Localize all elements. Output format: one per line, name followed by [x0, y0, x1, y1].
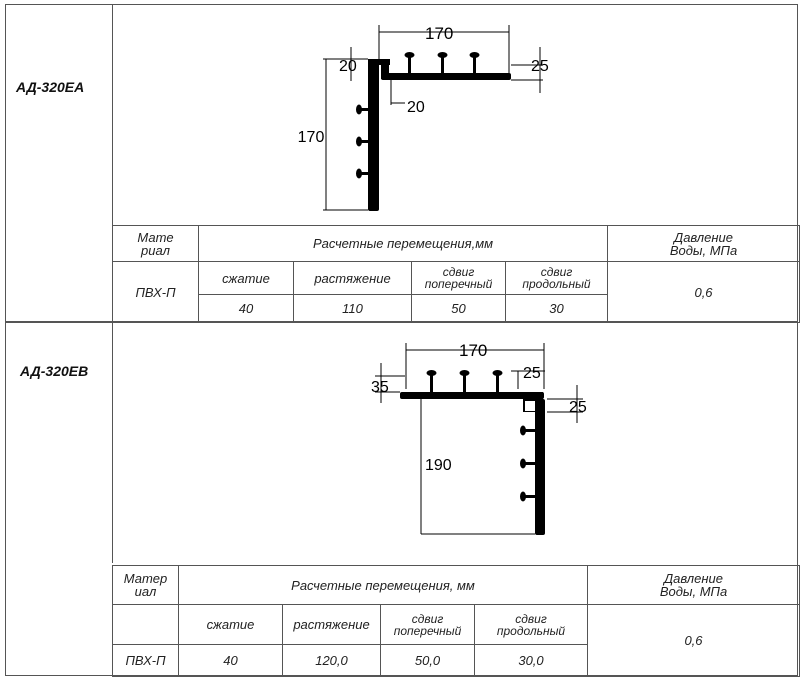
shear-longitudinal-value: 30,0 [474, 644, 588, 677]
col-compression: сжатие [198, 261, 294, 295]
profile-drawing-area: 170 25 35 25 190 [112, 323, 799, 563]
model-label: АД-320ЕВ [20, 363, 89, 379]
dim-width: 170 [459, 341, 487, 360]
compression-value: 40 [198, 294, 294, 323]
dim-inner: 20 [407, 99, 425, 116]
shear-longitudinal-value: 30 [504, 294, 609, 323]
material-value: ПВХ-П [112, 261, 199, 323]
model-label: АД-320ЕА [16, 79, 85, 95]
compression-value: 40 [178, 644, 283, 677]
col-tension: растяжение [282, 604, 381, 645]
profile-drawing: 170 25 35 25 190 [371, 341, 587, 535]
tension-value: 110 [293, 294, 412, 323]
dimension-lines [323, 25, 543, 211]
pressure-value: 0,6 [587, 604, 800, 677]
dim-left: 35 [371, 379, 389, 396]
inner-notch [525, 401, 535, 411]
tension-value: 120,0 [282, 644, 381, 677]
dimension-lines [375, 343, 583, 535]
dim-height: 190 [425, 457, 452, 474]
section-ad-320eb: АД-320ЕВ [5, 322, 800, 677]
profile-shape [356, 52, 511, 211]
profile-drawing-area: 170 20 25 20 170 [112, 5, 799, 225]
pressure-value: 0,6 [607, 261, 800, 323]
shear-transverse-value: 50 [411, 294, 506, 323]
material-blank [112, 604, 179, 645]
shear-transverse-value: 50,0 [380, 644, 475, 677]
displacement-header: Расчетные перемещения,мм [197, 225, 609, 262]
dim-left: 20 [339, 58, 357, 75]
dim-right-top: 25 [523, 365, 541, 382]
dim-right-side: 25 [569, 399, 587, 416]
material-value: ПВХ-П [112, 644, 179, 677]
displacement-header: Расчетные перемещения, мм [178, 565, 588, 605]
dim-right: 25 [531, 58, 549, 75]
col-compression: сжатие [178, 604, 283, 645]
profile-drawing: 170 20 25 20 170 [298, 24, 549, 211]
dim-height: 170 [298, 129, 325, 146]
profile-shape [400, 370, 545, 535]
col-tension: растяжение [293, 261, 412, 295]
dim-width: 170 [425, 24, 453, 43]
section-ad-320ea: АД-320ЕА [5, 4, 800, 323]
